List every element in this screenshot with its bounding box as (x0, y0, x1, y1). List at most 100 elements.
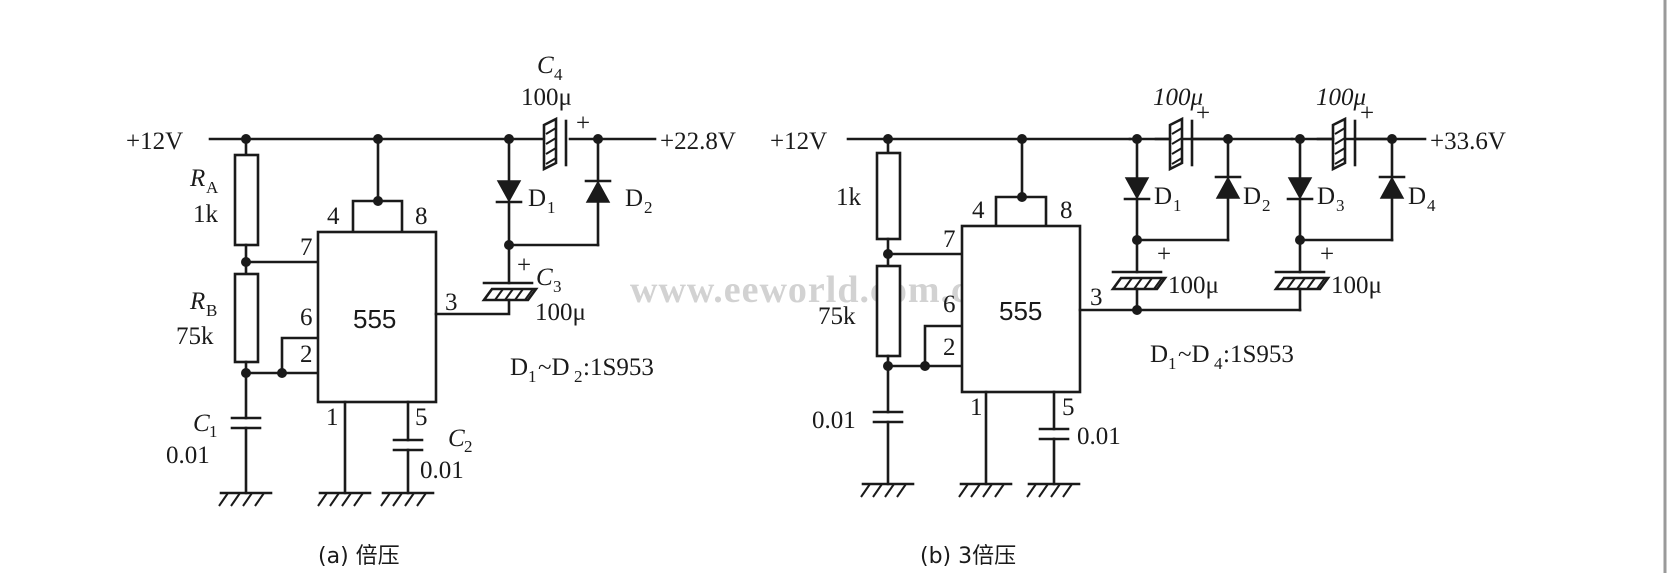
caption-b: (b) 3倍压 (920, 544, 1016, 569)
note-a-sub2: 2 (574, 367, 583, 386)
wire-b-pins48 (994, 195, 1048, 228)
rb-sub: B (206, 301, 217, 320)
resistor-b-1k (875, 151, 902, 241)
diode-d2-a (585, 180, 611, 203)
ra-letter: R (189, 165, 205, 192)
note-a-tail: :1S953 (583, 354, 654, 381)
c3-sub: 3 (553, 277, 562, 296)
ic-555-b (960, 224, 1082, 394)
diode-b-d4 (1379, 176, 1405, 199)
resistor-ra (233, 153, 260, 247)
pin-a-3: 3 (445, 289, 458, 316)
c-timing-b: 0.01 (812, 407, 856, 434)
ground-a2 (317, 491, 372, 507)
c2-sub: 2 (464, 437, 473, 456)
capacitor-b-top2 (1331, 116, 1357, 172)
vin-b: +12V (770, 128, 827, 155)
note-b-tail: :1S953 (1223, 341, 1294, 368)
c4-sub: 4 (554, 65, 563, 84)
pin-a-7: 7 (300, 234, 313, 261)
pin-b-2: 2 (943, 334, 956, 361)
cap-b-top2-plus: + (1360, 100, 1374, 127)
note-a-d: D (510, 354, 528, 381)
c3-value: 100μ (535, 299, 586, 326)
cap-b-top1-plus: + (1196, 100, 1210, 127)
c2-letter: C (448, 425, 465, 452)
c2-value: 0.01 (420, 457, 464, 484)
circuit-a: +12V +22.8V R A 1k R B 75k C 1 0.0 (126, 52, 736, 569)
b-d3-sub: 3 (1336, 196, 1345, 215)
d1-sub: 1 (547, 198, 556, 217)
c4-letter: C (537, 52, 554, 79)
pin-a-8: 8 (415, 203, 428, 230)
cap-b-bot1-plus: + (1157, 241, 1171, 268)
wire-b-pin6 (923, 324, 964, 368)
cap-b-bot2-plus: + (1320, 241, 1334, 268)
c1-letter: C (193, 410, 210, 437)
rb-letter: R (189, 288, 205, 315)
pin-b-4: 4 (972, 197, 985, 224)
ground-a3 (380, 491, 435, 507)
ground-a1 (218, 491, 273, 507)
pin-b-8: 8 (1060, 197, 1073, 224)
capacitor-b-bot1 (1110, 270, 1168, 291)
pin-b-3: 3 (1090, 284, 1103, 311)
rb-value: 75k (176, 323, 214, 350)
capacitor-b-top1 (1168, 116, 1194, 172)
watermark: www.eeworld.com.cn (630, 269, 991, 311)
wire-a-pin6 (280, 336, 320, 375)
c4-value: 100μ (521, 84, 572, 111)
diode-b-d3 (1287, 177, 1313, 200)
b-d2-sub: 2 (1262, 196, 1271, 215)
capacitor-b-bot2 (1273, 270, 1331, 291)
vout-b: +33.6V (1430, 128, 1506, 155)
b-d1-letter: D (1154, 183, 1172, 210)
pin-a-1: 1 (326, 404, 339, 431)
d2-letter: D (625, 185, 643, 212)
ground-b2 (958, 482, 1013, 498)
cap-b-top2-value: 100μ (1316, 84, 1366, 111)
wire-a-pin3 (434, 298, 511, 316)
diode-b-d1 (1124, 177, 1150, 200)
pin-a-6: 6 (300, 304, 313, 331)
ground-b1 (860, 482, 915, 498)
b-d1-sub: 1 (1173, 196, 1182, 215)
d1-letter: D (528, 185, 546, 212)
ic-label-a: 555 (353, 304, 396, 334)
circuit-b: +12V +33.6V 1k 75k 0.01 (770, 84, 1506, 569)
diode-d1-a (496, 180, 522, 203)
capacitor-c4 (542, 116, 568, 172)
cap-b-top1-value: 100μ (1153, 84, 1203, 111)
pin-b-6: 6 (943, 291, 956, 318)
pin-b-1: 1 (970, 394, 983, 421)
cap-b-bot1-value: 100μ (1168, 272, 1219, 299)
b-d2-letter: D (1243, 183, 1261, 210)
cap-b-bot2-value: 100μ (1331, 272, 1382, 299)
ic-555-a (316, 230, 438, 404)
junction-b-pin3 (1132, 305, 1142, 315)
b-d4-letter: D (1408, 183, 1426, 210)
note-b-mid: ~D (1178, 341, 1210, 368)
pin-b-7: 7 (943, 226, 956, 253)
ra-sub: A (206, 178, 219, 197)
c-ctrl-b: 0.01 (1077, 423, 1121, 450)
c3-letter: C (536, 264, 553, 291)
ground-b3 (1026, 482, 1081, 498)
diode-note-a: D 1 ~D 2 :1S953 (510, 354, 654, 386)
resistor-rb (233, 272, 260, 364)
c4-plus: + (576, 110, 590, 137)
pin-a-2: 2 (300, 341, 313, 368)
vout-a: +22.8V (660, 128, 736, 155)
resistor-b-75k (875, 264, 902, 358)
pin-b-5: 5 (1062, 394, 1075, 421)
pin-a-5: 5 (415, 404, 428, 431)
note-b-sub1: 1 (1168, 354, 1177, 373)
diode-note-b: D 1 ~D 4 :1S953 (1150, 341, 1294, 373)
pin-a-4: 4 (327, 203, 340, 230)
d2-sub: 2 (644, 198, 653, 217)
caption-a: (a) 倍压 (318, 544, 400, 569)
c1-sub: 1 (209, 422, 218, 441)
r2-value-b: 75k (818, 303, 856, 330)
